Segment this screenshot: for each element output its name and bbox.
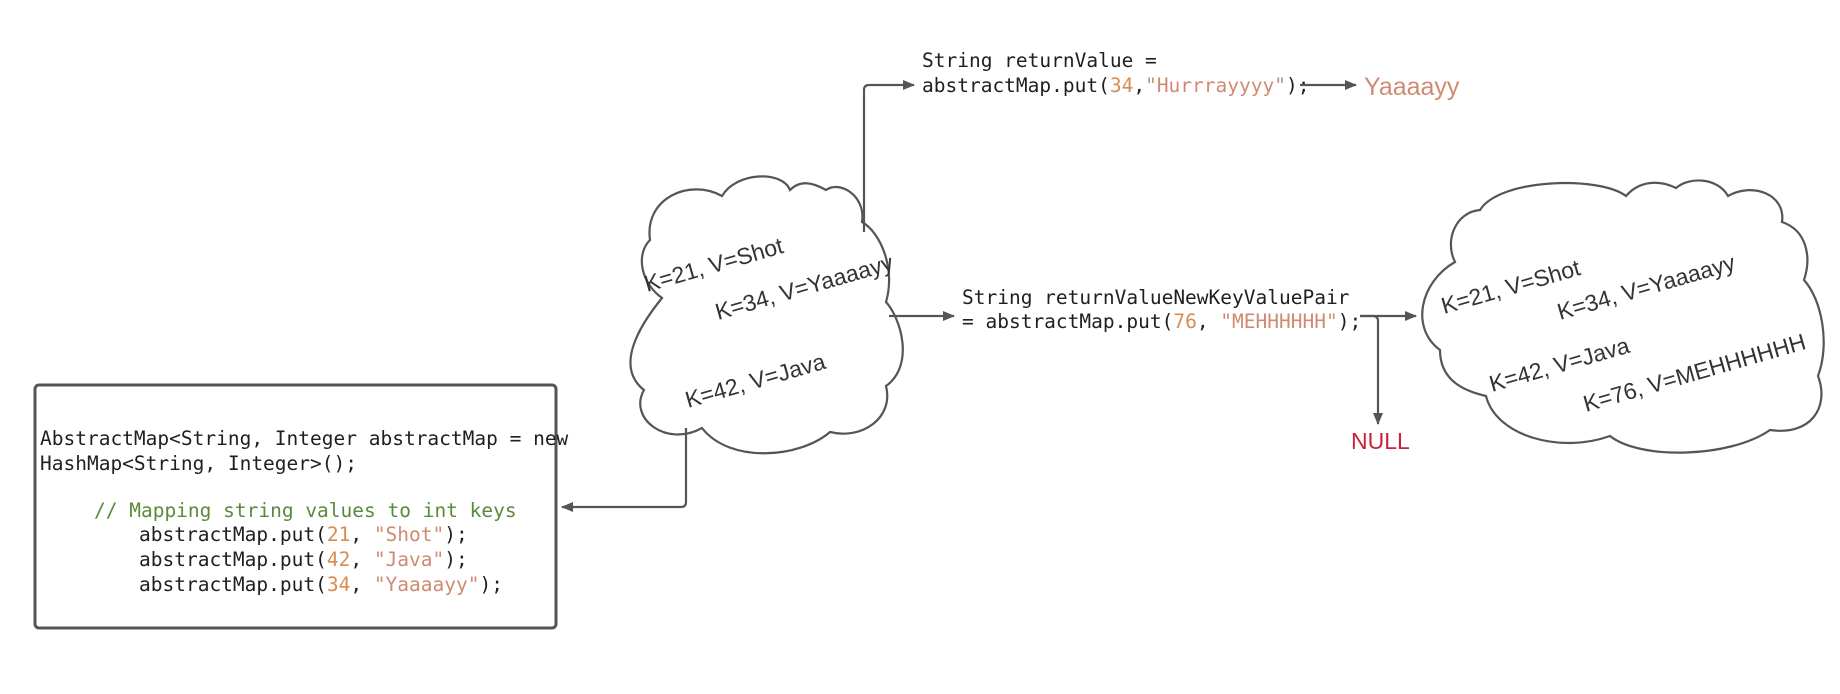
cloud-right-shape: [1421, 179, 1825, 454]
null-result-label: NULL: [1351, 428, 1410, 454]
put-prefix: abstractMap.put(: [139, 573, 327, 596]
code-box: AbstractMap<String, Integer abstractMap …: [33, 383, 569, 630]
put-suffix: );: [1286, 74, 1309, 97]
top-statement-line2: abstractMap.put(34,"Hurrrayyyy");: [922, 74, 1309, 97]
code-put-line: abstractMap.put(21, "Shot");: [139, 523, 468, 546]
put-value: "Hurrrayyyy": [1145, 74, 1286, 97]
put-sep: ,: [350, 548, 373, 571]
mid-statement-line1: String returnValueNewKeyValuePair: [962, 286, 1349, 309]
put-prefix: abstractMap.put(: [922, 74, 1110, 97]
arrow-cloud-to-top-statement: [862, 80, 915, 232]
cloud-left-entry: K=42, V=Java: [682, 348, 828, 413]
put-prefix: abstractMap.put(: [139, 523, 327, 546]
top-statement-line1: String returnValue =: [922, 49, 1157, 72]
mid-statement-line2: = abstractMap.put(76, "MEHHHHHH");: [962, 310, 1361, 333]
code-line-instantiation: HashMap<String, Integer>();: [40, 452, 357, 475]
code-box-border: [33, 383, 558, 630]
top-statement: String returnValue = abstractMap.put(34,…: [922, 49, 1460, 101]
put-key: 76: [1173, 310, 1196, 333]
mid-statement: String returnValueNewKeyValuePair = abst…: [962, 286, 1410, 454]
arrow-mid-statement-to-null: [1360, 314, 1383, 425]
cloud-left: K=21, V=Shot K=34, V=Yaaaayy K=42, V=Jav…: [629, 175, 904, 455]
code-line-declaration: AbstractMap<String, Integer abstractMap …: [40, 427, 569, 450]
put-value: "Yaaaayy": [374, 573, 480, 596]
put-suffix: );: [444, 523, 467, 546]
connectors: [561, 80, 1417, 512]
arrow-cloud-to-code-box: [561, 428, 688, 512]
put-suffix: );: [479, 573, 502, 596]
put-sep: ,: [1133, 74, 1145, 97]
put-suffix: );: [1338, 310, 1361, 333]
put-value: "MEHHHHHH": [1220, 310, 1337, 333]
put-value: "Java": [374, 548, 444, 571]
cloud-right: K=21, V=Shot K=34, V=Yaaaayy K=42, V=Jav…: [1421, 179, 1825, 454]
put-sep: ,: [350, 523, 373, 546]
cloud-right-entry: K=34, V=Yaaaayy: [1554, 249, 1738, 325]
code-comment: // Mapping string values to int keys: [94, 499, 517, 522]
put-key: 34: [327, 573, 350, 596]
put-key: 21: [327, 523, 350, 546]
put-suffix: );: [444, 548, 467, 571]
code-put-line: abstractMap.put(34, "Yaaaayy");: [139, 573, 503, 596]
put-key: 42: [327, 548, 350, 571]
put-sep: ,: [350, 573, 373, 596]
put-prefix: abstractMap.put(: [139, 548, 327, 571]
cloud-left-shape: [629, 175, 904, 455]
code-put-line: abstractMap.put(42, "Java");: [139, 548, 468, 571]
put-key: 34: [1110, 74, 1133, 97]
put-prefix: = abstractMap.put(: [962, 310, 1173, 333]
top-result-label: Yaaaayy: [1364, 73, 1460, 101]
put-value: "Shot": [374, 523, 444, 546]
put-sep: ,: [1197, 310, 1220, 333]
